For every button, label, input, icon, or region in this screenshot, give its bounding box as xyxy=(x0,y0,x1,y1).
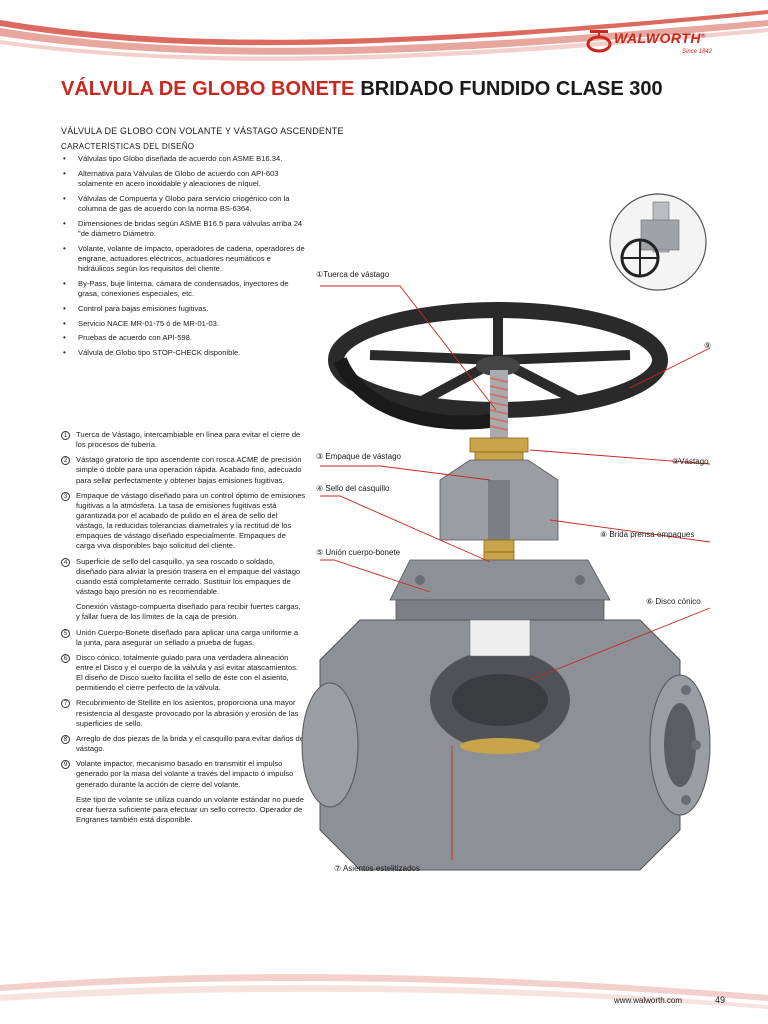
page-number: 49 xyxy=(715,995,726,1005)
section-heading: CARACTERÍSTICAS DEL DISEÑO xyxy=(61,142,195,151)
detail-item: 1 Tuerca de Vástago, intercambiable en lí… xyxy=(61,430,306,450)
threaded-stem xyxy=(489,370,509,440)
callout-stem-packing: ③ Empaque de vástago xyxy=(316,452,402,461)
feature-item: Válvula de Globo tipo STOP-CHECK disponi… xyxy=(61,348,306,359)
detail-text: Recubrimiento de Stellite en los asiento… xyxy=(76,698,299,728)
feature-item: Válvulas de Compuerta y Globo para servi… xyxy=(61,194,306,215)
detail-item: 3 Empaque de vástago diseñado para un con… xyxy=(61,491,306,552)
detail-text: Arreglo de dos piezas de la brida y el c… xyxy=(76,733,304,754)
callout-gland-flange: ⑧ Brida prensa empaques xyxy=(600,530,695,539)
walworth-logo[interactable]: WALWORTH® Since 1842 xyxy=(586,28,736,60)
yoke-bonnet xyxy=(389,437,611,621)
detail-item: 5 Unión Cuerpo-Bonete diseñado para aplic… xyxy=(61,628,306,648)
detail-number: 4 xyxy=(61,557,70,567)
detail-text: Superficie de sello del casquillo, ya se… xyxy=(76,556,301,596)
footer-swoosh xyxy=(0,974,768,1009)
detail-item: 8 Arreglo de dos piezas de la brida y el … xyxy=(61,734,306,754)
detail-paragraph: Conexión vástago-compuerta diseñado para… xyxy=(61,602,306,622)
detail-item: 2 Vástago giratorio de tipo ascendente co… xyxy=(61,455,306,485)
feature-item: Alternativa para Válvulas de Globo de ac… xyxy=(61,169,306,190)
subtitle: VÁLVULA DE GLOBO CON VOLANTE Y VÁSTAGO A… xyxy=(61,126,344,136)
detail-paragraph: Este tipo de volante se utiliza cuando u… xyxy=(61,795,306,825)
brand-since: Since 1842 xyxy=(682,49,713,55)
valve-body xyxy=(301,619,711,871)
callout-gland-seal: ④ Sello del casquillo xyxy=(316,484,390,493)
detail-item: 4 Superficie de sello del casquillo, ya s… xyxy=(61,557,306,597)
title-dark: BRIDADO FUNDIDO CLASE 300 xyxy=(360,78,663,100)
globe-valve-illustration xyxy=(301,193,711,871)
callout-stem-nut: ①Tuerca de vástago xyxy=(316,270,390,279)
title-red: VÁLVULA DE GLOBO BONETE xyxy=(61,78,355,100)
feature-item: Volante, volante de impacto, operadores … xyxy=(61,244,306,275)
callout-impact-wheel: ⑨ xyxy=(704,341,712,350)
feature-item: Pruebas de acuerdo con API-598. xyxy=(61,333,306,344)
detail-number: 3 xyxy=(61,491,70,501)
detail-number: 7 xyxy=(61,699,70,709)
detail-text: Disco cónico, totalmente guiado para una… xyxy=(76,652,299,693)
footer-url[interactable]: www.walworth.com xyxy=(614,996,683,1005)
callout-stem: ②Vástago xyxy=(672,457,709,466)
brand-name: WALWORTH® xyxy=(614,30,706,46)
feature-item: Servicio NACE MR-01-75 ó de MR-01-03. xyxy=(61,319,306,330)
detail-text: Conexión vástago-compuerta diseñado para… xyxy=(76,602,301,622)
header-swoosh xyxy=(0,10,768,61)
detail-text: Vástago giratorio de tipo ascendente con… xyxy=(76,455,302,485)
detail-number: 8 xyxy=(61,734,70,744)
detail-item: 7 Recubrimiento de Stellite en los asient… xyxy=(61,698,306,728)
callout-seats: ⑦ Asientos estelitizados xyxy=(334,864,420,873)
detail-text: Unión Cuerpo-Bonete diseñado para aplica… xyxy=(76,627,299,647)
detail-text: Este tipo de volante se utiliza cuando u… xyxy=(76,794,304,824)
detail-number: 1 xyxy=(61,431,70,440)
detail-number: 6 xyxy=(61,653,70,663)
detail-item: 6 Disco cónico, totalmente guiado para un… xyxy=(61,653,306,693)
detail-text: Volante impactor, mecanismo basado en tr… xyxy=(76,759,294,789)
feature-item: Dimensiones de bridas según ASME B16.5 p… xyxy=(61,219,306,240)
detail-number: 9 xyxy=(61,760,70,770)
detail-number: 5 xyxy=(61,628,70,638)
detail-text: Empaque de vástago diseñado para un cont… xyxy=(76,490,306,551)
callout-conical-disc: ⑥ Disco cónico xyxy=(646,597,701,606)
feature-item: By-Pass, buje linterna, cámara de conden… xyxy=(61,279,306,300)
callout-body-bonnet: ⑤ Unión cuerpo-bonete xyxy=(316,548,401,557)
detail-number: 2 xyxy=(61,456,70,466)
detail-text: Tuerca de Vástago, intercambiable en lín… xyxy=(76,430,301,450)
feature-item: Control para bajas emisiones fugitivas. xyxy=(61,304,306,315)
details-list: 1 Tuerca de Vástago, intercambiable en lí… xyxy=(61,430,306,830)
detail-item: 9 Volante impactor, mecanismo basado en t… xyxy=(61,759,306,789)
features-list: Válvulas tipo Globo diseñada de acuerdo … xyxy=(61,154,306,362)
inset-detail xyxy=(609,193,707,291)
feature-item: Válvulas tipo Globo diseñada de acuerdo … xyxy=(61,154,306,165)
valve-logo-icon xyxy=(586,30,612,53)
callout-leaders xyxy=(320,285,711,860)
